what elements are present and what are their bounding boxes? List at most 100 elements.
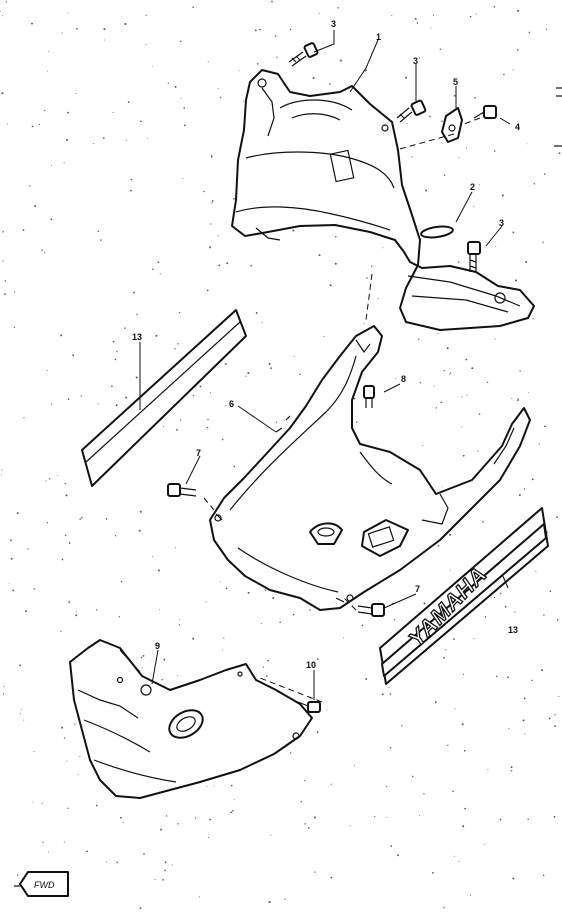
speckle — [430, 27, 432, 29]
speckle — [50, 218, 53, 221]
speckle — [33, 751, 35, 752]
speckle — [275, 421, 278, 423]
speckle — [171, 864, 173, 866]
speckle — [157, 569, 160, 572]
speckle — [8, 582, 10, 584]
speckle — [33, 588, 35, 590]
callout-6: 6 — [229, 399, 234, 409]
speckle — [67, 807, 69, 809]
speckle — [133, 291, 136, 294]
speckle — [97, 403, 99, 405]
speckle — [32, 801, 34, 803]
speckle — [0, 10, 1, 12]
speckle — [180, 40, 182, 43]
speckle — [160, 828, 162, 831]
speckle — [51, 403, 53, 405]
speckle — [512, 231, 515, 234]
speckle — [151, 66, 153, 68]
speckle — [61, 32, 63, 34]
speckle — [482, 521, 484, 523]
speckle — [479, 184, 481, 186]
speckle — [64, 482, 66, 485]
speckle — [2, 693, 5, 695]
speckle — [461, 426, 463, 428]
speckle — [100, 239, 102, 241]
speckle — [95, 804, 98, 807]
speckle — [209, 392, 212, 394]
speckle — [140, 656, 143, 659]
speckle — [142, 655, 145, 657]
speckle — [104, 39, 106, 41]
speckle — [528, 31, 530, 34]
speckle — [124, 23, 127, 25]
speckle — [406, 122, 408, 124]
forward-arrow: FWD — [14, 871, 69, 897]
speckle — [13, 326, 15, 328]
speckle — [556, 516, 558, 519]
speckle — [458, 860, 460, 862]
speckle — [473, 638, 475, 640]
speckle — [487, 769, 489, 771]
speckle — [452, 790, 454, 793]
speckle — [247, 591, 250, 594]
speckle — [443, 174, 446, 177]
speckle — [514, 611, 516, 613]
speckle — [272, 597, 275, 599]
speckle — [405, 76, 407, 79]
speckle — [508, 727, 510, 730]
speckle — [206, 786, 208, 788]
speckle — [377, 298, 379, 299]
speckle — [209, 818, 212, 821]
speckle — [60, 630, 62, 633]
speckle — [524, 733, 526, 735]
speckle — [174, 348, 176, 350]
speckle — [120, 581, 123, 583]
speckle — [503, 73, 505, 76]
speckle — [270, 367, 272, 369]
speckle — [265, 675, 268, 677]
speckle — [242, 100, 244, 102]
callout-13-right: 13 — [508, 625, 518, 635]
speckle — [45, 480, 47, 482]
fwd-label: FWD — [34, 880, 55, 890]
callout-5: 5 — [453, 77, 458, 87]
front-inner-panel-part-1 — [231, 69, 535, 331]
speckle — [29, 185, 31, 187]
speckle — [293, 356, 295, 357]
speckle — [512, 877, 515, 880]
speckle — [111, 385, 113, 387]
speckle — [401, 725, 403, 727]
speckle — [139, 510, 142, 513]
speckle — [532, 318, 534, 320]
speckle — [2, 231, 4, 233]
speckle — [261, 322, 263, 324]
speckle — [218, 264, 221, 267]
speckle — [365, 678, 368, 680]
speckle — [220, 581, 222, 583]
speckle — [68, 542, 71, 544]
speckle — [515, 279, 517, 282]
speckle — [423, 793, 425, 795]
speckle — [465, 147, 467, 149]
speckle — [382, 247, 384, 249]
speckle — [164, 869, 166, 872]
speckle — [471, 367, 474, 370]
speckle — [67, 111, 70, 114]
speckle — [125, 396, 128, 399]
callout-3-top: 3 — [331, 19, 336, 29]
speckle — [225, 587, 228, 590]
speckle — [329, 284, 332, 287]
screw-7-left — [167, 483, 197, 497]
speckle — [67, 398, 70, 400]
speckle — [361, 624, 364, 627]
speckle — [43, 252, 45, 254]
speckle — [60, 334, 63, 337]
speckle — [64, 534, 67, 537]
speckle — [330, 876, 333, 879]
speckle — [477, 450, 479, 452]
speckle — [466, 394, 468, 396]
speckle — [334, 262, 337, 265]
speckle — [523, 697, 526, 700]
speckle — [63, 841, 65, 843]
speckle — [76, 27, 78, 30]
